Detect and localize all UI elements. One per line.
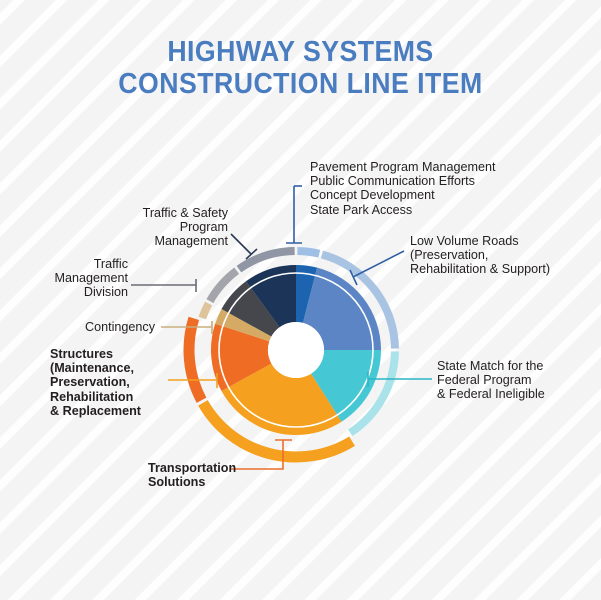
outer-highlight-arc-pavement (297, 247, 321, 258)
callout-traffic-management-division-line-1: Traffic (93, 257, 128, 271)
callout-traffic-safety: Traffic & Safety Program Management (0, 206, 228, 249)
donut-center-hole (267, 321, 325, 379)
leader-line-traffic-safety (230, 233, 258, 260)
callout-traffic-management-division: Traffic Management Division (0, 257, 128, 300)
donut-slices (210, 265, 381, 435)
callout-low-volume-roads-line-3: Rehabilitation & Support) (410, 262, 551, 277)
callout-structures-line-1: Structures (50, 347, 113, 361)
callout-contingency: Contingency (0, 320, 155, 334)
callout-low-volume-roads: Low Volume Roads (Preservation, Rehabili… (410, 234, 550, 277)
callout-structures: Structures (Maintenance, Preservation, R… (0, 347, 162, 418)
page-title: HIGHWAY SYSTEMS CONSTRUCTION LINE ITEM (0, 36, 601, 101)
callout-state-match-line-1: State Match for the (437, 359, 544, 373)
donut-slice-low-volume-roads[interactable] (302, 267, 381, 350)
leader-line-transportation-solutions (231, 439, 292, 470)
callout-pavement-line-2: Public Communication Efforts (310, 174, 475, 189)
outer-highlight-arc-state-match (347, 351, 399, 437)
callout-structures-line-2: (Maintenance, (50, 361, 134, 376)
title-line-2: CONSTRUCTION LINE ITEM (118, 68, 483, 101)
leader-lines (131, 185, 432, 470)
callout-traffic-safety-line-3: Management (154, 234, 228, 249)
donut-slice-transportation-solutions[interactable] (221, 363, 342, 435)
inner-white-guide-ring (218, 272, 374, 428)
donut-slice-contingency[interactable] (215, 309, 272, 342)
outer-highlight-arc-low-volume-roads (320, 250, 399, 349)
callout-traffic-management-division-line-2: Management (54, 271, 128, 286)
outer-arc-ring-accurate (183, 247, 399, 463)
donut-slice-state-match[interactable] (311, 350, 381, 422)
outer-highlight-arc-traffic-management-division (206, 267, 240, 304)
callout-pavement-line-1: Pavement Program Management (310, 160, 496, 174)
outer-highlight-arc-contingency (198, 301, 213, 320)
leader-line-pavement (286, 186, 302, 244)
outer-highlight-arc-traffic-safety-program-management (236, 247, 295, 273)
callout-pavement-line-3: Concept Development (310, 188, 435, 203)
callout-state-match-line-3: & Federal Ineligible (437, 387, 545, 402)
leader-line-structures (168, 373, 218, 388)
callout-traffic-management-division-line-3: Division (83, 285, 128, 300)
leader-line-traffic-management-division (131, 279, 197, 292)
leader-line-contingency (161, 321, 213, 334)
callout-contingency-line-1: Contingency (84, 320, 155, 334)
callout-structures-line-4: Rehabilitation (50, 389, 134, 404)
donut-slice-structures[interactable] (210, 323, 272, 391)
callout-pavement: Pavement Program Management Public Commu… (310, 160, 496, 217)
outer-highlight-arc-structures (183, 316, 207, 403)
callout-transportation-solutions-line-1: Transportation (148, 461, 237, 475)
callout-low-volume-roads-line-2: (Preservation, (410, 248, 489, 263)
outer-highlight-arc-transportation-solutions (198, 400, 355, 463)
callout-state-match-line-2: Federal Program (437, 373, 532, 388)
donut-slice-traffic-management-division[interactable] (221, 281, 280, 337)
callout-structures-line-3: Preservation, (50, 375, 130, 390)
callout-traffic-safety-line-1: Traffic & Safety (142, 206, 228, 220)
leader-line-low-volume-roads (349, 250, 405, 286)
callout-structures-line-5: & Replacement (50, 403, 141, 418)
callout-low-volume-roads-line-1: Low Volume Roads (410, 234, 519, 248)
donut-slice-pavement[interactable] (296, 265, 318, 323)
title-line-1: HIGHWAY SYSTEMS (167, 36, 434, 68)
callout-transportation-solutions-line-2: Solutions (148, 475, 206, 490)
callout-transportation-solutions: Transportation Solutions (148, 461, 236, 489)
callout-state-match: State Match for the Federal Program & Fe… (437, 359, 545, 402)
donut-slice-traffic-safety-program-management[interactable] (246, 265, 296, 328)
callout-pavement-line-4: State Park Access (310, 202, 413, 217)
callout-traffic-safety-line-2: Program (179, 220, 228, 235)
leader-line-state-match (367, 372, 432, 387)
